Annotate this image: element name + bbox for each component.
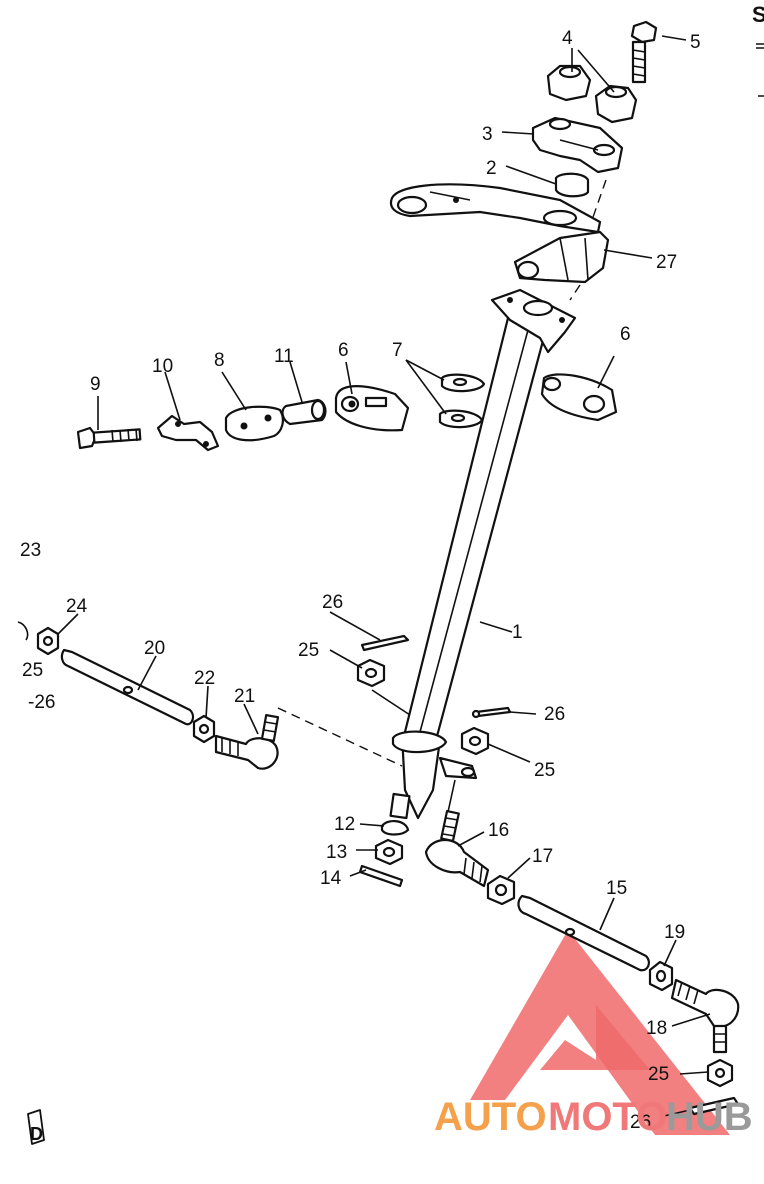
spacer-11 (281, 398, 327, 426)
callout-23: 23 (20, 540, 41, 561)
clips-7 (438, 373, 486, 429)
cotter-pin-14 (358, 864, 404, 888)
callout-18: 18 (646, 1018, 667, 1039)
callout-16: 16 (488, 820, 509, 841)
assembly-lines (277, 179, 607, 767)
callout-25-left: 25 (22, 660, 43, 681)
tie-rod-15 (517, 894, 650, 972)
callout-25-lower: 25 (648, 1064, 669, 1085)
nut-24 (17, 621, 60, 656)
bolt-9 (76, 426, 142, 450)
tie-rod-end-18 (670, 978, 740, 1054)
callout-22: 22 (194, 668, 215, 689)
nut-25-upper (356, 658, 386, 688)
watermark-word-auto: AUTO (434, 1095, 547, 1139)
callout-21: 21 (234, 686, 255, 707)
handlebar-arm (389, 183, 602, 234)
watermark-word-hub: HUB (666, 1095, 753, 1139)
callout-15: 15 (606, 878, 627, 899)
cotter-pin-26-lower (688, 1096, 740, 1116)
watermark-text: AUTO MOTO HUB (434, 1095, 753, 1139)
leader-lines (57, 35, 711, 1117)
bolt-5 (630, 20, 658, 84)
tie-rod-20 (60, 648, 195, 726)
callout-7: 7 (392, 340, 403, 361)
callout-9: 9 (90, 374, 101, 395)
callout-10: 10 (152, 356, 173, 377)
page-mark-letter: D (30, 1124, 43, 1144)
nut-22 (192, 714, 216, 744)
watermark-logo (470, 930, 730, 1135)
callout-12: 12 (334, 814, 355, 835)
plate-10 (156, 414, 220, 452)
nut-25-middle (460, 726, 490, 756)
corner-mark: S (752, 2, 764, 27)
callout-13: 13 (326, 842, 347, 863)
callout-25-middle: 25 (534, 760, 555, 781)
callout-24: 24 (66, 596, 88, 617)
callout-2: 2 (486, 158, 497, 179)
watermark-word-moto: MOTO (548, 1095, 667, 1139)
callout-8: 8 (214, 350, 225, 371)
callout-25-upper: 25 (298, 640, 319, 661)
column-top-bracket (490, 288, 577, 354)
callout-1: 1 (512, 622, 523, 643)
watermark-triangle-inner (540, 1005, 650, 1070)
page-mark: D (27, 1109, 45, 1145)
washer-12 (380, 820, 410, 836)
callout-6-right: 6 (620, 324, 631, 345)
grommet-2 (554, 172, 590, 198)
cotter-pin-26-upper (360, 634, 410, 652)
cotter-pin-26-middle (471, 706, 512, 719)
nut-19 (648, 960, 674, 992)
callout-14: 14 (320, 868, 342, 889)
callout-labels: 1 2 3 4 5 6 6 7 8 9 10 11 12 13 14 15 16… (20, 2, 764, 1133)
nut-25-lower (706, 1058, 734, 1088)
callout-17: 17 (532, 846, 553, 867)
nut-17 (486, 874, 516, 906)
callout-27: 27 (656, 252, 677, 273)
bracket-27 (513, 230, 610, 284)
clamp-6-right (540, 373, 618, 422)
callout-20: 20 (144, 638, 165, 659)
callout-19: 19 (664, 922, 685, 943)
callout-3: 3 (482, 124, 493, 145)
steering-column (389, 316, 550, 820)
callout-4: 4 (562, 28, 573, 49)
callout-26-upper: 26 (322, 592, 343, 613)
holder-3 (531, 116, 624, 174)
tie-rod-end-16 (424, 809, 490, 888)
callout-11: 11 (274, 346, 294, 367)
nut-13 (374, 838, 404, 866)
callout-26-middle: 26 (544, 704, 565, 725)
callout-26-lower: 26 (630, 1112, 651, 1133)
callout-6-left: 6 (338, 340, 349, 361)
callout-5: 5 (690, 32, 701, 53)
caps-4 (546, 64, 638, 124)
tie-rod-end-21 (214, 714, 280, 770)
callout-26-left: -26 (28, 692, 55, 713)
plate-8 (224, 405, 284, 442)
clamp-6-left (334, 385, 410, 432)
